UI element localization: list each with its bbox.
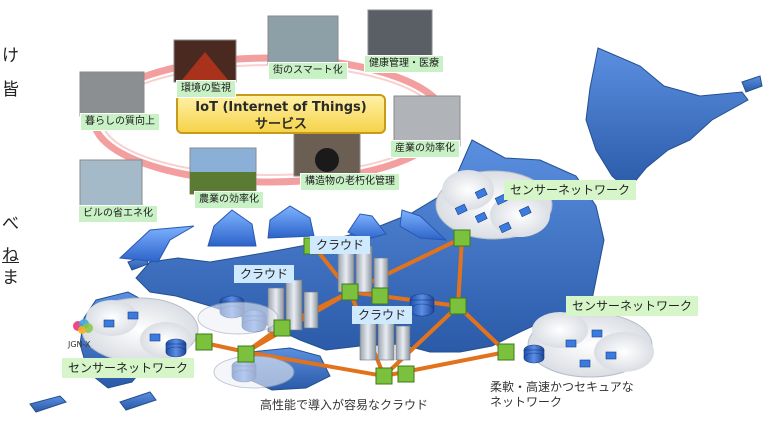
service-label-healthcare: 健康管理・医療: [364, 55, 444, 73]
sensor-cloud-e: [527, 312, 654, 378]
edge-char-4: ね: [2, 246, 19, 266]
cloud-label-2: クラウド: [234, 265, 295, 283]
service-label-smart-city: 街のスマート化: [268, 62, 348, 80]
edge-char-2: 皆: [2, 80, 19, 100]
jgn-x-logo-text: JGN-X: [68, 340, 91, 349]
edge-char-1: け: [2, 46, 19, 66]
network-caption-line1: 柔軟・高速かつセキュアな: [490, 380, 634, 394]
service-label-industry: 産業の効率化: [390, 140, 460, 158]
service-label-quality-of-life: 暮らしの質向上: [80, 113, 160, 131]
sensor-network-label-e: センサーネットワーク: [566, 296, 699, 316]
cloud-caption: 高性能で導入が容易なクラウド: [260, 398, 429, 412]
datacenter-buildings: [267, 245, 411, 361]
cloud-label-1: クラウド: [310, 236, 371, 254]
sensor-network-label-ne: センサーネットワーク: [504, 180, 637, 200]
cloud-platforms: [197, 301, 295, 389]
service-label-building-energy: ビルの省エネ化: [78, 205, 158, 223]
service-label-environment: 環境の監視: [176, 80, 236, 98]
service-photos: [79, 9, 461, 209]
service-label-infrastructure: 構造物の老朽化管理: [300, 173, 400, 191]
sensor-network-label-w: センサーネットワーク: [62, 358, 195, 378]
cloud-label-3: クラウド: [352, 306, 413, 324]
edge-char-3: べ: [2, 214, 19, 234]
iot-service-banner: IoT (Internet of Things) サービス: [176, 94, 386, 134]
edge-char-5: ま: [2, 268, 19, 288]
network-nodes: [195, 229, 515, 385]
jgn-x-logo: JGN-X: [68, 316, 98, 349]
network-caption-line2: ネットワーク: [490, 395, 563, 409]
banner-title-line1: IoT (Internet of Things): [195, 100, 367, 115]
jgn-x-logo-mark: [73, 319, 93, 334]
banner-title-line2: サービス: [254, 117, 307, 132]
upward-arrows: [118, 205, 448, 263]
service-label-agriculture: 農業の効率化: [194, 191, 264, 209]
